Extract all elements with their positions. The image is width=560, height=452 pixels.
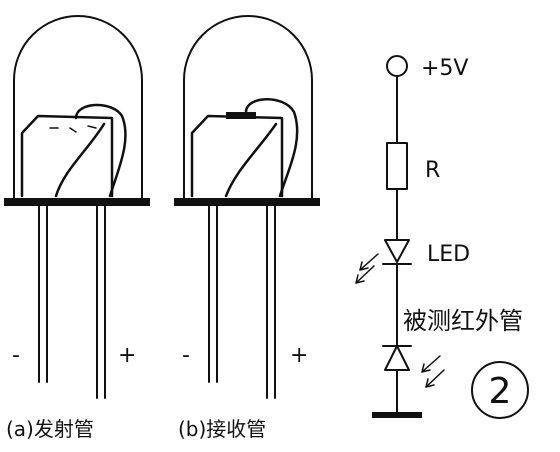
- emitter-chip-marks: [49, 125, 97, 133]
- led-diode-symbol: [382, 239, 412, 265]
- test-circuit: [355, 55, 529, 419]
- receiver-chip: [226, 112, 256, 119]
- receiver-led: [174, 15, 320, 399]
- emitter-cup: [20, 114, 114, 198]
- ir-tube-label: 被测红外管: [403, 307, 523, 335]
- figure-number: 2: [489, 371, 512, 412]
- emitter-bond-wire: [74, 103, 127, 198]
- emitter-anode-lead: [96, 205, 106, 399]
- emitter-plus-label: +: [118, 343, 136, 368]
- receiver-caption: (b)接收管: [178, 417, 266, 441]
- supply-terminal: [386, 55, 408, 77]
- ir-tube-incident-arrows: [421, 355, 445, 388]
- receiver-cathode-lead: [208, 205, 218, 383]
- led-label: LED: [427, 242, 470, 267]
- emitter-led: [4, 15, 150, 399]
- supply-label: +5V: [421, 56, 468, 81]
- receiver-bond-wire: [244, 98, 299, 198]
- receiver-flange: [174, 198, 320, 206]
- emitter-flange: [4, 198, 150, 206]
- receiver-dome: [183, 15, 313, 204]
- emitter-minus-label: -: [12, 343, 20, 368]
- receiver-plus-label: +: [290, 343, 308, 368]
- receiver-inner-wire: [224, 122, 278, 198]
- resistor-symbol: [386, 142, 408, 190]
- emitter-inner-wire: [54, 122, 106, 198]
- emitter-dome: [13, 15, 143, 204]
- receiver-cup: [190, 114, 284, 198]
- led-emission-arrows: [355, 253, 379, 284]
- emitter-caption: (a)发射管: [6, 417, 94, 441]
- receiver-anode-lead: [266, 205, 276, 399]
- figure-number-circle: [471, 361, 529, 419]
- resistor-label: R: [425, 158, 440, 183]
- receiver-minus-label: -: [182, 343, 190, 368]
- ir-tube-diode-symbol: [382, 345, 412, 371]
- ground-bar: [372, 412, 422, 418]
- emitter-cathode-lead: [38, 205, 48, 383]
